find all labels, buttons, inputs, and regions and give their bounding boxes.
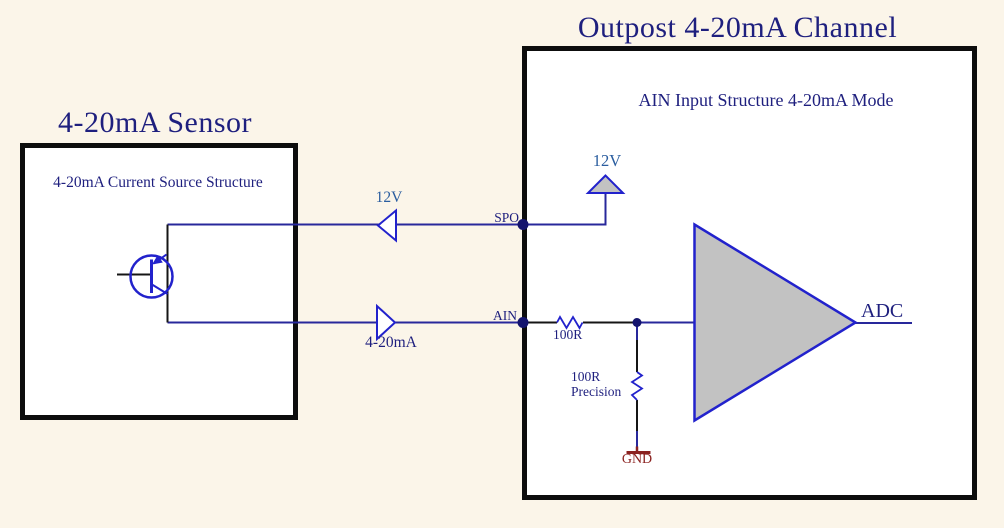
channel-box-subtitle: AIN Input Structure 4-20mA Mode [638, 90, 894, 110]
spo-junction-dot [517, 219, 529, 230]
ground-label: GND [621, 452, 653, 467]
shunt-junction-dot [632, 318, 642, 327]
adc-output-label: ADC [861, 300, 904, 322]
transistor-collector-line [151, 283, 169, 295]
supply-direction-arrow-icon [376, 208, 397, 243]
shunt-resistor-value: 100R [571, 369, 601, 384]
channel-box-title: Outpost 4-20mA Channel [577, 11, 898, 44]
pnp-transistor-symbol [129, 253, 174, 299]
transistor-circle [129, 254, 174, 299]
shunt-resistor-symbol [630, 371, 644, 401]
supply-12v-label: 12V [592, 151, 622, 170]
signal-direction-arrow-icon [376, 303, 397, 342]
adc-buffer-amplifier-symbol [693, 222, 858, 423]
sensor-box-outline [20, 143, 298, 420]
series-resistor-label: 100R [553, 327, 583, 342]
transistor-emitter-arrow-icon [152, 255, 163, 265]
supply-wire-label: 12V [375, 189, 403, 206]
ain-junction-dot [517, 317, 529, 328]
pin-spo-label: SPO [494, 210, 519, 225]
supply-12v-symbol [585, 174, 626, 194]
shunt-resistor-label: 100R Precision [571, 369, 621, 399]
sensor-box-title: 4-20mA Sensor [58, 106, 252, 139]
signal-wire-label: 4-20mA [365, 334, 417, 351]
sensor-box-subtitle: 4-20mA Current Source Structure [53, 174, 263, 191]
pin-ain-label: AIN [493, 308, 517, 323]
series-resistor-symbol [556, 315, 584, 330]
spo-internal-wire [524, 193, 607, 226]
shunt-resistor-type: Precision [571, 384, 622, 399]
